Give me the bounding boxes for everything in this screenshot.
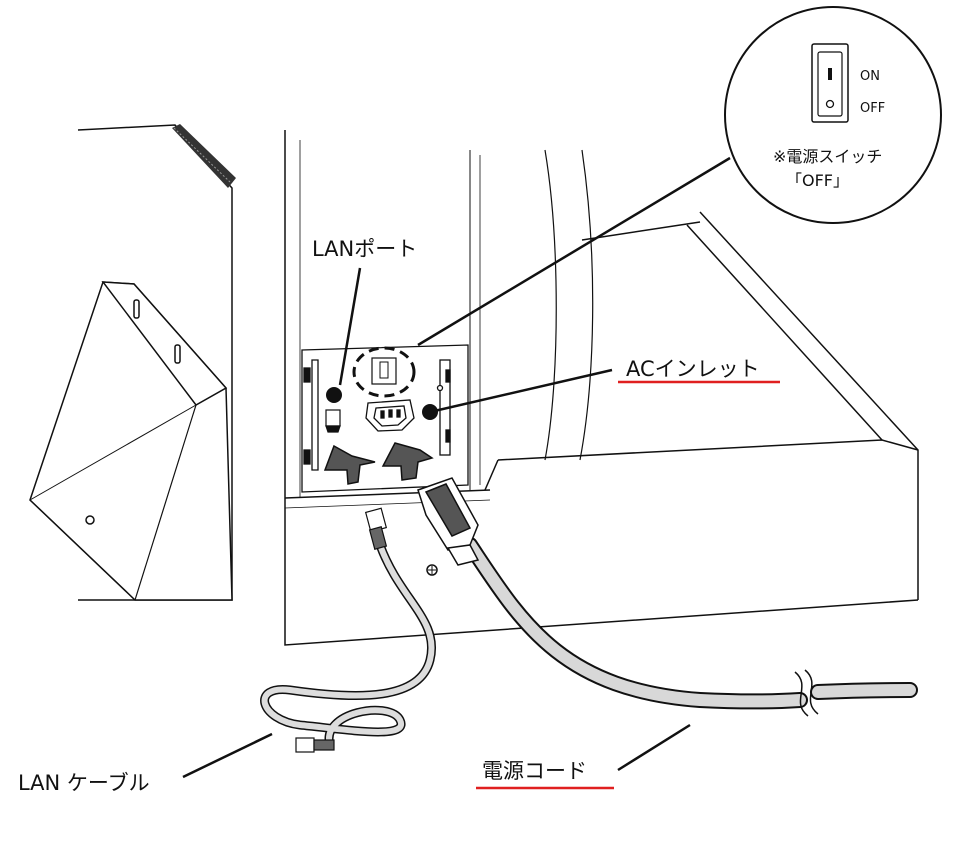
device-body xyxy=(284,130,919,646)
switch-on-label: ON xyxy=(860,69,880,84)
ac-inlet-marker xyxy=(422,404,438,420)
switch-callout: ON OFF ※電源スイッチ 「OFF」 xyxy=(724,6,942,224)
lan-insert-arrow xyxy=(323,444,376,485)
lan-cable-label: LAN ケーブル xyxy=(18,771,150,795)
power-cord-leader-line xyxy=(617,723,691,772)
power-cord-label: 電源コード xyxy=(482,759,587,783)
insert-arrows xyxy=(323,442,434,485)
leader-lines xyxy=(182,156,731,779)
ac-inlet xyxy=(365,384,444,432)
vent-grille xyxy=(172,124,236,188)
lan-connector-top xyxy=(364,507,388,550)
lan-port-label: LANポート xyxy=(312,237,417,261)
switch-note-line2: 「OFF」 xyxy=(786,171,849,190)
power-cord xyxy=(462,537,918,717)
power-switch xyxy=(352,346,416,398)
lan-cable-leader-line xyxy=(182,732,273,779)
switch-leader-line xyxy=(417,156,731,347)
lan-port-marker xyxy=(326,387,342,403)
switch-off-label: OFF xyxy=(860,101,885,116)
power-plug xyxy=(417,477,480,566)
lan-connector-bottom xyxy=(295,737,335,753)
mounting-bracket xyxy=(29,281,233,601)
ac-insert-arrow xyxy=(381,442,434,481)
lan-port xyxy=(325,409,341,433)
ac-inlet-label: ACインレット xyxy=(626,357,760,381)
lan-port-leader-line xyxy=(338,267,362,386)
ac-inlet-leader-line xyxy=(429,368,613,414)
lan-cable xyxy=(260,540,436,750)
switch-note-line1: ※電源スイッチ xyxy=(773,147,882,166)
